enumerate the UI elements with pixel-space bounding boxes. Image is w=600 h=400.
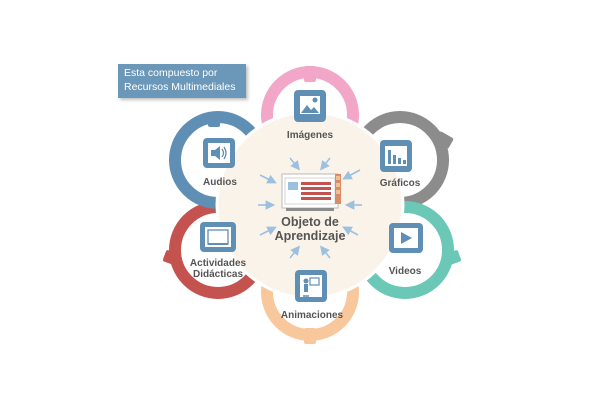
label-animaciones: Animaciones	[280, 310, 344, 321]
label-actividades-line1: Actividades	[189, 258, 247, 269]
label-actividades-line2: Didácticas	[192, 269, 244, 280]
label-actividades: Actividades Didácticas	[190, 258, 246, 280]
caption-box: Esta compuesto por Recursos Multimediale…	[118, 64, 246, 98]
connector-tabs	[162, 66, 462, 344]
center-title-line1: Objeto de	[281, 215, 339, 229]
label-imagenes: Imágenes	[286, 130, 334, 141]
caption-line-1: Esta compuesto por	[124, 67, 218, 79]
image-icon	[294, 90, 326, 122]
label-videos: Videos	[388, 266, 422, 277]
label-audios: Audios	[203, 177, 237, 188]
center-title: Objeto de Aprendizaje	[275, 215, 346, 243]
document-frame-icon	[200, 222, 236, 252]
play-icon	[389, 223, 423, 253]
label-graficos: Gráficos	[379, 178, 421, 189]
center-title-line2: Aprendizaje	[274, 229, 346, 243]
bar-chart-icon	[380, 140, 412, 172]
connector-arrows	[258, 157, 362, 259]
presenter-icon	[295, 270, 327, 302]
caption-line-2: Recursos Multimediales	[124, 81, 236, 93]
presentation-board-icon	[281, 173, 341, 211]
speaker-icon	[203, 138, 235, 168]
